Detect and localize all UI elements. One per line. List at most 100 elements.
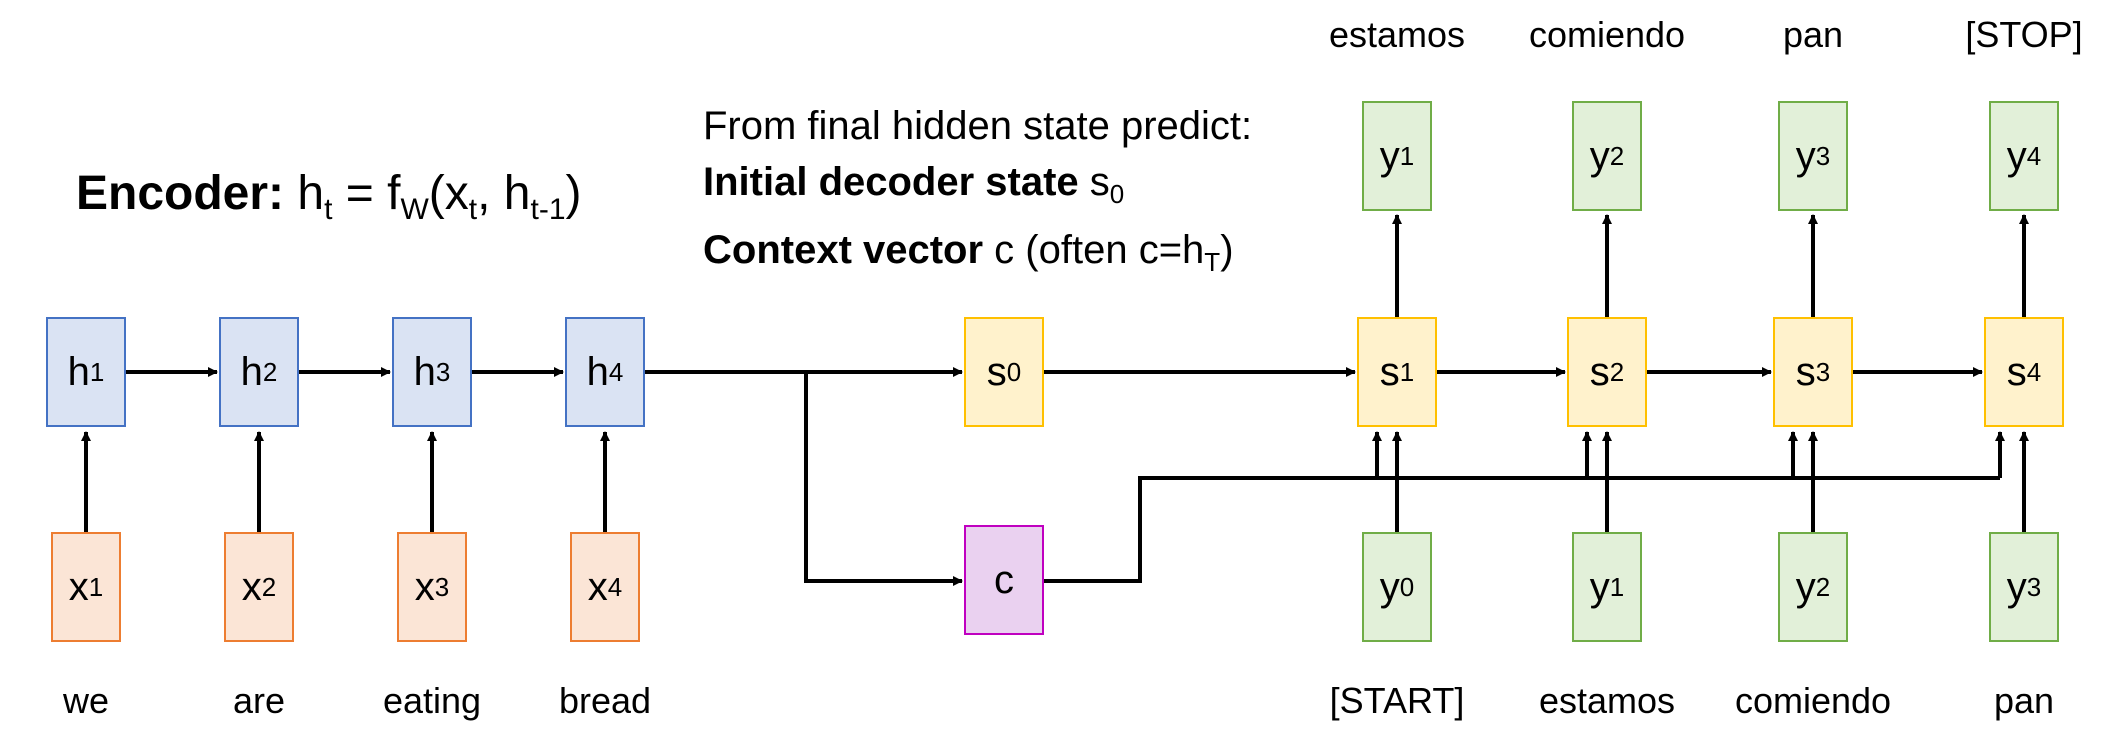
note-line-2: Initial decoder state s0 <box>703 154 1252 222</box>
note-line-3-post: ) <box>1220 228 1234 272</box>
box-sub: 2 <box>262 356 278 387</box>
box-sub: 3 <box>434 571 450 602</box>
box-var: x <box>587 564 608 609</box>
note-line-3-pre: c (often c=h <box>983 228 1205 272</box>
note-line-2-var: s <box>1078 160 1110 204</box>
box-var: y <box>1379 133 1400 178</box>
box-var: s <box>2006 349 2027 394</box>
box-var: s <box>1795 349 1816 394</box>
decoder-input-word: estamos <box>1538 680 1676 721</box>
eq-comma: , h <box>477 167 531 220</box>
box-var: y <box>2006 564 2027 609</box>
prediction-note: From final hidden state predict: Initial… <box>703 98 1252 290</box>
decoder-input-word: [START] <box>1329 680 1465 721</box>
encoder-word: eating <box>382 680 482 721</box>
box-sub: 0 <box>1006 356 1022 387</box>
box-var: h <box>586 349 609 394</box>
box-sub: 1 <box>88 571 104 602</box>
decoder-input-word: pan <box>1993 680 2055 721</box>
eq-args: (x <box>428 167 469 220</box>
note-line-3-bold: Context vector <box>703 228 984 272</box>
context-vector-c: c <box>964 525 1044 635</box>
box-sub: 4 <box>608 356 624 387</box>
box-var: h <box>67 349 90 394</box>
note-line-1: From final hidden state predict: <box>703 104 1253 148</box>
box-sub: 2 <box>261 571 277 602</box>
box-var: y <box>2006 133 2027 178</box>
box-var: y <box>1589 564 1610 609</box>
box-sub: 1 <box>1399 356 1415 387</box>
decoder-output-word: [STOP] <box>1965 14 2083 55</box>
note-line-2-sub: 0 <box>1109 179 1125 209</box>
box-sub: 1 <box>89 356 105 387</box>
eq-f-sub: W <box>400 193 429 226</box>
eq-x-sub: t <box>468 193 478 226</box>
box-sub: 4 <box>2026 356 2042 387</box>
decoder-output-word: pan <box>1782 14 1844 55</box>
note-line-3: Context vector c (often c=hT) <box>703 222 1252 290</box>
box-var: y <box>1589 133 1610 178</box>
box-var: x <box>241 564 262 609</box>
encoder-word: we <box>62 680 110 721</box>
box-var: c <box>994 557 1014 602</box>
box-sub: 1 <box>1609 571 1625 602</box>
encoder-heading: Encoder: ht = fW(xt, ht-1) <box>76 166 582 227</box>
eq-h-sub: t <box>324 193 333 226</box>
box-sub: 4 <box>607 571 623 602</box>
eq-mid: = f <box>332 167 401 220</box>
decoder-input-word: comiendo <box>1734 680 1892 721</box>
box-sub: 3 <box>435 356 451 387</box>
decoder-output-word: estamos <box>1328 14 1466 55</box>
note-line-3-sub: T <box>1204 247 1221 277</box>
eq-h: h <box>297 167 325 220</box>
box-var: y <box>1795 133 1816 178</box>
encoder-word: are <box>232 680 286 721</box>
box-sub: 3 <box>1815 140 1831 171</box>
note-line-2-bold: Initial decoder state <box>703 160 1079 204</box>
box-sub: 3 <box>2026 571 2042 602</box>
box-sub: 0 <box>1399 571 1415 602</box>
decoder-output-word: comiendo <box>1528 14 1686 55</box>
box-sub: 2 <box>1609 140 1625 171</box>
arrow-h4-c <box>804 372 963 586</box>
box-sub: 2 <box>1815 571 1831 602</box>
box-sub: 3 <box>1815 356 1831 387</box>
box-var: x <box>414 564 435 609</box>
box-var: h <box>240 349 263 394</box>
box-sub: 1 <box>1399 140 1415 171</box>
encoder-label: Encoder: <box>76 167 285 220</box>
box-var: s <box>1379 349 1400 394</box>
encoder-word: bread <box>558 680 652 721</box>
eq-close: ) <box>565 167 582 220</box>
box-var: y <box>1379 564 1400 609</box>
context-bus <box>1044 476 2000 583</box>
box-sub: 2 <box>1609 356 1625 387</box>
box-var: x <box>68 564 89 609</box>
box-var: s <box>1589 349 1610 394</box>
box-var: s <box>986 349 1007 394</box>
box-sub: 4 <box>2026 140 2042 171</box>
box-var: h <box>413 349 436 394</box>
